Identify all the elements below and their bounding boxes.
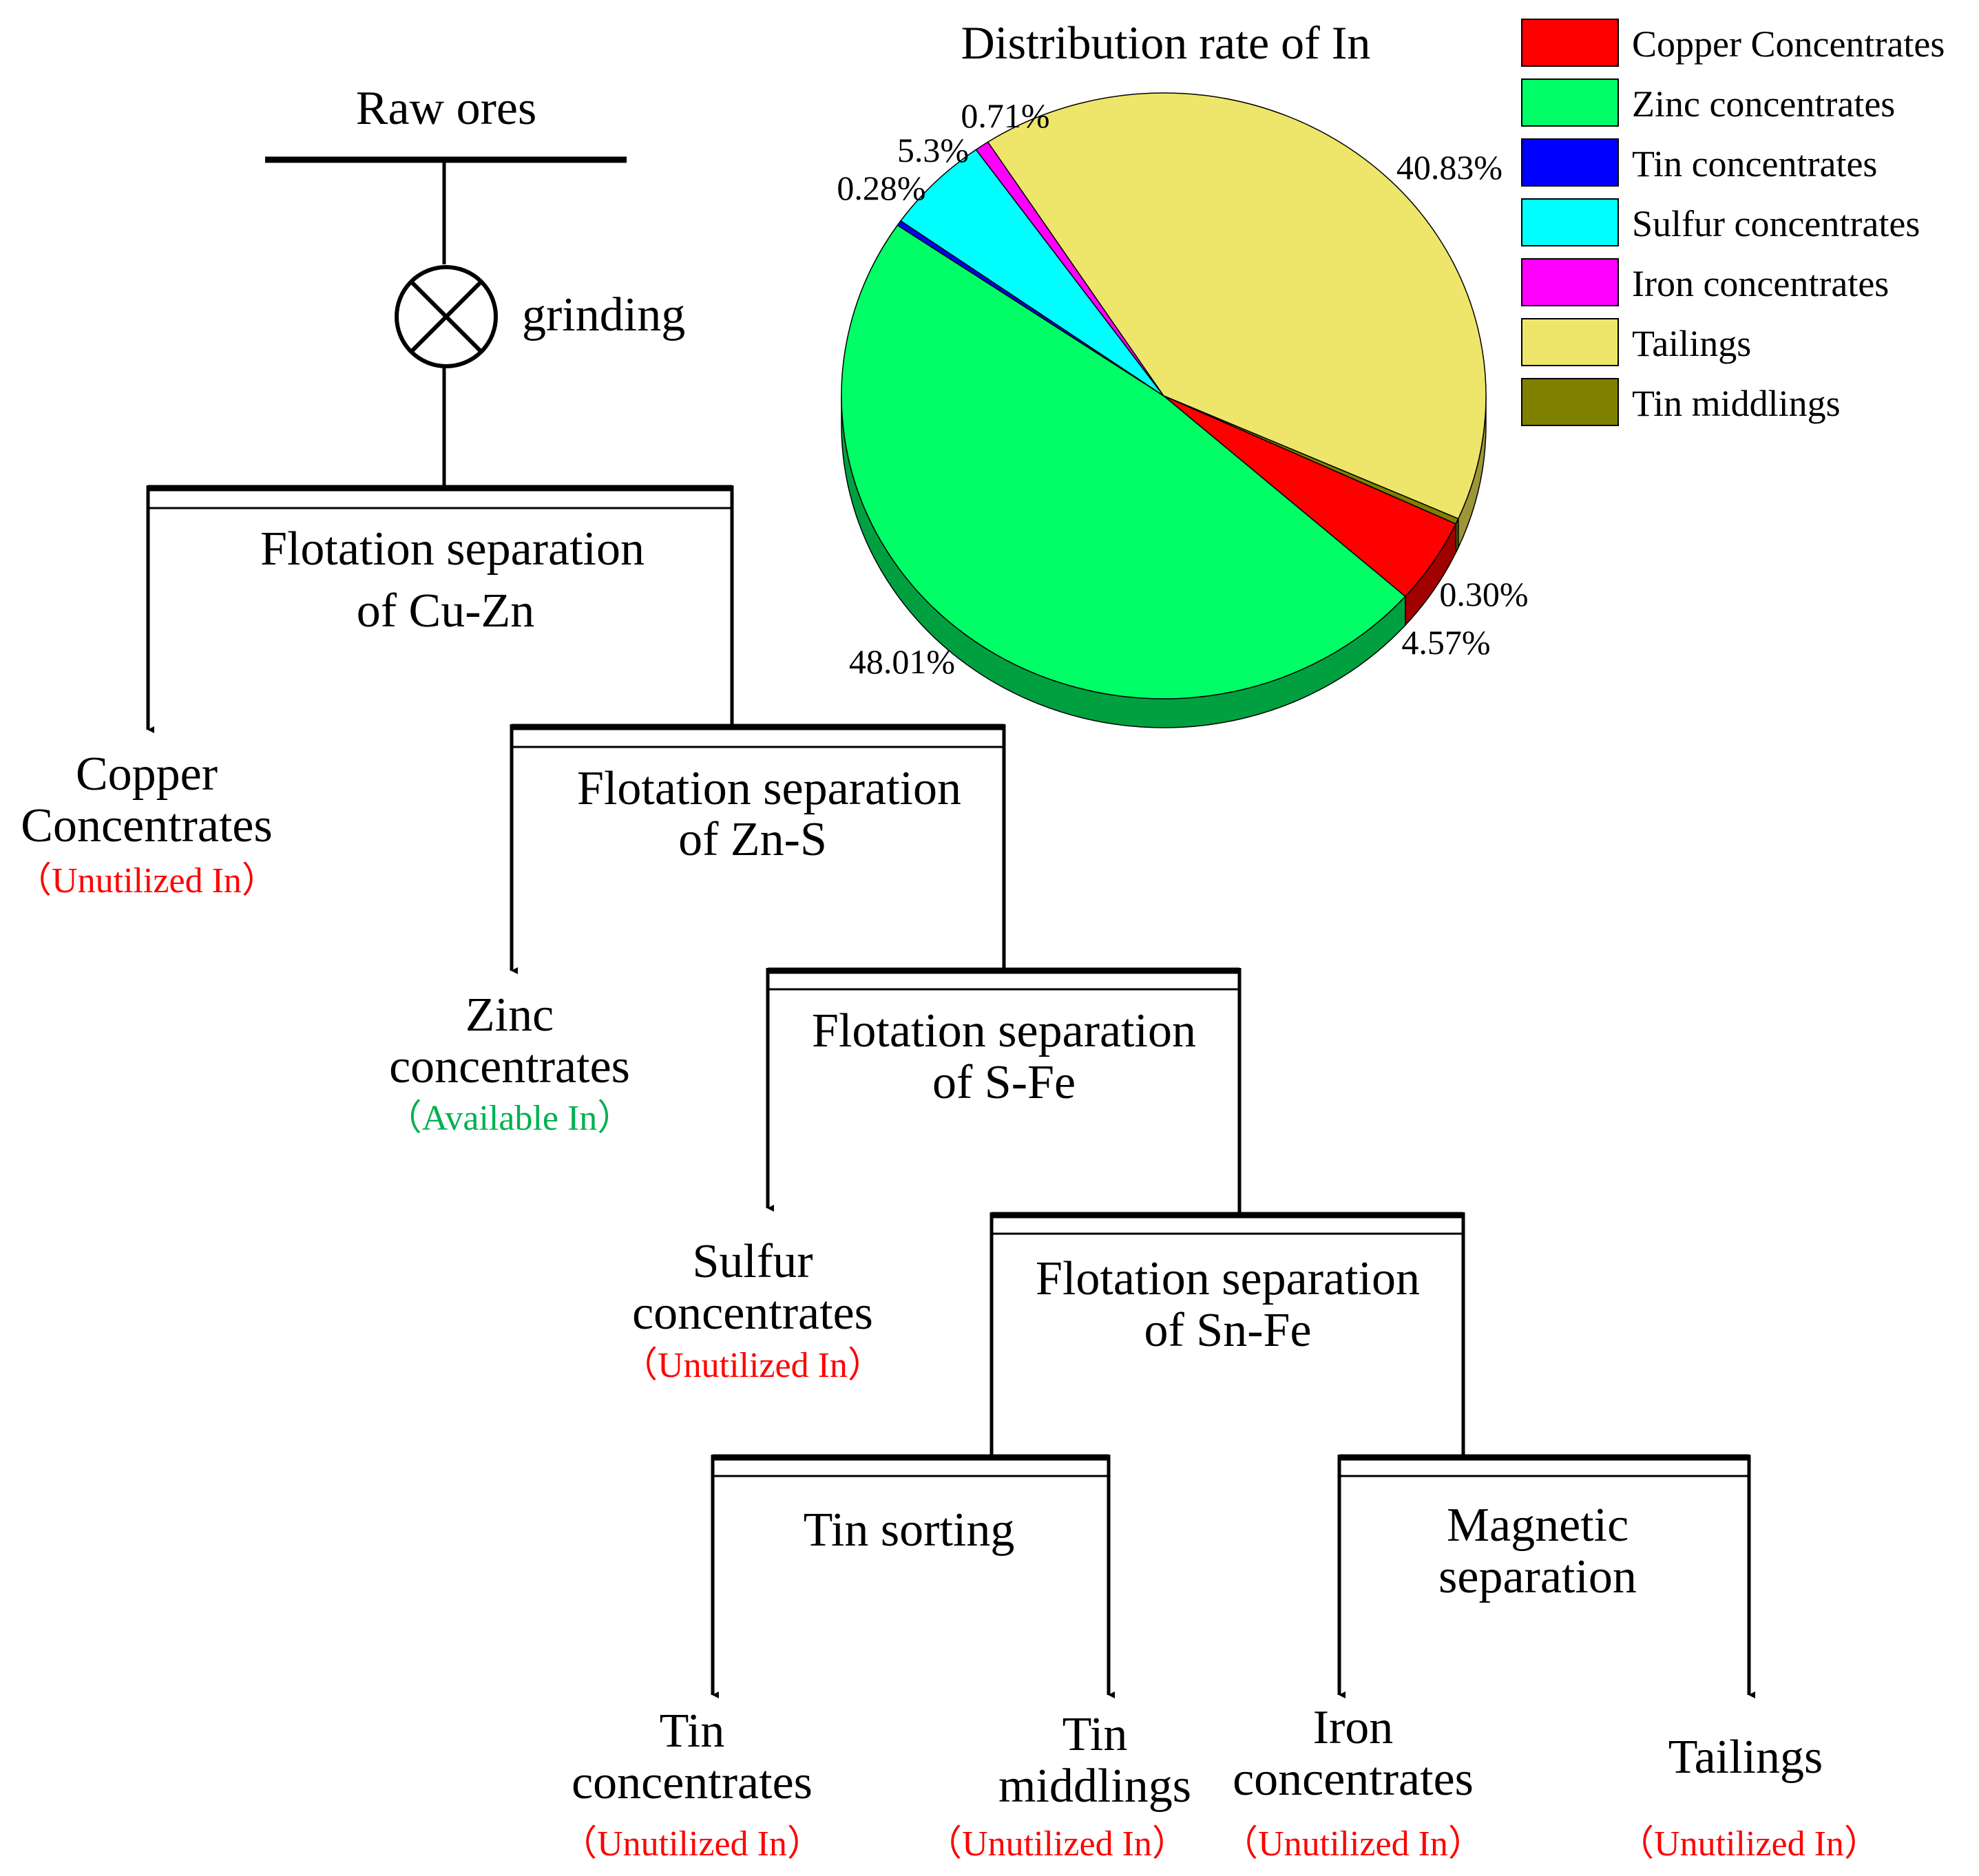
legend-item-sulfur-concentrates: Sulfur concentrates xyxy=(1521,198,1920,246)
legend-label-copper-concentrates: Copper Concentrates xyxy=(1632,23,1945,65)
product-sulfur-line-1: Sulfur xyxy=(693,1235,813,1288)
pie-chart: Distribution rate of In 4.57% 48.01% 0.28%… xyxy=(837,17,1945,728)
step-sn-fe-label-1: Flotation separation xyxy=(1036,1252,1420,1305)
product-iron-line-1: Iron xyxy=(1313,1701,1394,1754)
step-tin-sorting-label: Tin sorting xyxy=(804,1504,1015,1557)
legend-item-tailings: Tailings xyxy=(1521,318,1751,366)
legend-item-tin-concentrates: Tin concentrates xyxy=(1521,138,1877,187)
pie-label-tin-concentrates: 0.28% xyxy=(837,169,925,207)
product-zinc-line-1: Zinc xyxy=(465,989,554,1042)
legend-label-sulfur-concentrates: Sulfur concentrates xyxy=(1632,203,1920,244)
product-tin-conc-line-1: Tin xyxy=(660,1705,725,1758)
legend-item-tin-middlings: Tin middlings xyxy=(1521,378,1841,426)
legend-label-tin-concentrates: Tin concentrates xyxy=(1632,143,1877,185)
step-cu-zn-bar xyxy=(146,485,734,511)
product-tin-mid-line-1: Tin xyxy=(1062,1708,1128,1761)
step-zn-s-label-2: of Zn-S xyxy=(678,813,827,866)
pie-label-sulfur-concentrates: 5.3% xyxy=(897,131,969,169)
product-copper-line-2: Concentrates xyxy=(21,799,272,852)
product-tin-mid-line-2: middlings xyxy=(998,1760,1191,1813)
legend-swatch-iron-concentrates xyxy=(1521,258,1619,306)
legend-swatch-sulfur-concentrates xyxy=(1521,198,1619,246)
step-cu-zn-label-2: of Cu-Zn xyxy=(357,584,535,637)
step-cu-zn-label-1: Flotation separation xyxy=(260,523,645,576)
product-zinc-line-2: concentrates xyxy=(389,1040,630,1093)
pie-label-copper-concentrates: 4.57% xyxy=(1401,623,1490,662)
pie-label-tailings: 40.83% xyxy=(1396,148,1502,187)
raw-ores-label: Raw ores xyxy=(356,82,536,135)
product-iron-status: （Unutilized In） xyxy=(1222,1824,1484,1864)
legend-item-copper-concentrates: Copper Concentrates xyxy=(1521,19,1945,67)
legend-item-zinc-concentrates: Zinc concentrates xyxy=(1521,78,1895,127)
pie-slice-tailings xyxy=(987,92,1487,520)
chart-title: Distribution rate of In xyxy=(961,17,1371,69)
pie-slice-zinc-concentrates xyxy=(841,224,1406,699)
legend-label-iron-concentrates: Iron concentrates xyxy=(1632,263,1889,304)
step-s-fe-label-1: Flotation separation xyxy=(812,1004,1196,1057)
product-tailings-line-1: Tailings xyxy=(1668,1731,1823,1784)
legend-label-zinc-concentrates: Zinc concentrates xyxy=(1632,83,1895,125)
product-sulfur-status: （Unutilized In） xyxy=(622,1346,883,1385)
product-copper-line-1: Copper xyxy=(76,748,218,801)
step-magnetic-bar xyxy=(1337,1454,1751,1479)
pie-labels: 4.57% 48.01% 0.28%5.3%0.71% 40.83% 0.30% xyxy=(837,96,1528,681)
product-copper-status: （Unutilized In） xyxy=(16,861,278,900)
product-tailings-status: （Unutilized In） xyxy=(1618,1824,1880,1864)
flowchart xyxy=(146,156,1755,1698)
legend-label-tailings: Tailings xyxy=(1632,323,1751,364)
step-magnetic-label-2: separation xyxy=(1438,1550,1637,1603)
legend-item-iron-concentrates: Iron concentrates xyxy=(1521,258,1889,306)
legend-label-tin-middlings: Tin middlings xyxy=(1632,383,1841,424)
product-iron-line-2: concentrates xyxy=(1233,1753,1474,1806)
product-tin-mid-status: （Unutilized In） xyxy=(926,1824,1188,1864)
step-s-fe-bar xyxy=(766,967,1242,992)
grinding-label: grinding xyxy=(522,288,685,341)
legend-swatch-tin-concentrates xyxy=(1521,138,1619,187)
pie-slice-sulfur-concentrates xyxy=(899,149,1164,397)
pie-label-iron-concentrates: 0.71% xyxy=(961,96,1049,135)
step-zn-s-bar xyxy=(510,724,1006,750)
step-sn-fe-bar xyxy=(990,1212,1465,1236)
pie-top xyxy=(841,92,1487,699)
pie-slice-tin-middlings xyxy=(1163,395,1459,525)
product-tin-conc-status: （Unutilized In） xyxy=(561,1824,823,1864)
grinding-icon xyxy=(395,265,498,368)
pie-label-zinc-concentrates: 48.01% xyxy=(849,642,955,681)
product-zinc-status: （Available In） xyxy=(386,1099,634,1138)
legend-swatch-tin-middlings xyxy=(1521,378,1619,426)
step-sn-fe-label-2: of Sn-Fe xyxy=(1144,1304,1311,1357)
legend-swatch-tailings xyxy=(1521,318,1619,366)
flowchart-labels: Raw ores grinding Flotation separation o… xyxy=(16,82,1880,1864)
pie-label-tin-middlings: 0.30% xyxy=(1439,575,1528,613)
product-sulfur-line-2: concentrates xyxy=(632,1287,873,1340)
legend-swatch-copper-concentrates xyxy=(1521,19,1619,67)
step-s-fe-label-2: of S-Fe xyxy=(932,1056,1076,1109)
product-tin-conc-line-2: concentrates xyxy=(572,1756,813,1809)
step-magnetic-label-1: Magnetic xyxy=(1447,1499,1629,1552)
step-zn-s-label-1: Flotation separation xyxy=(577,762,961,815)
step-tin-sorting-bar xyxy=(711,1454,1111,1479)
legend-swatch-zinc-concentrates xyxy=(1521,78,1619,127)
